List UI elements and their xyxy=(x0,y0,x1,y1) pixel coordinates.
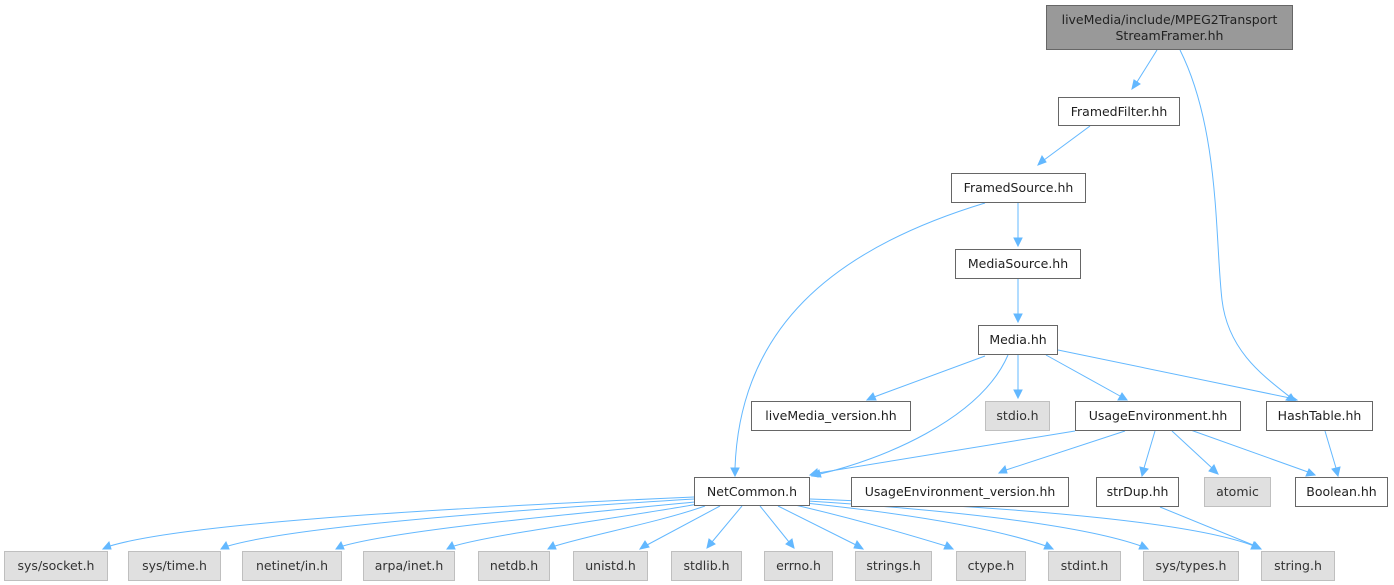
node-livemedia-version[interactable]: liveMedia_version.hh xyxy=(751,401,911,431)
edge-usageenvironment-boolean xyxy=(1184,427,1309,473)
node-ctype[interactable]: ctype.h xyxy=(956,551,1026,581)
edge-media-hashtable xyxy=(1057,349,1291,399)
edge-netcommon-systime xyxy=(227,498,695,547)
root-file-label-line2: StreamFramer.hh xyxy=(1115,27,1224,43)
edge-arrowhead xyxy=(865,392,877,401)
edge-framedsource-netcommon xyxy=(734,202,986,469)
edge-hashtable-boolean xyxy=(1324,430,1337,469)
edge-arrowhead xyxy=(335,540,345,550)
root-file-label-line1: liveMedia/include/MPEG2Transport xyxy=(1061,11,1278,27)
edge-usageenvironment-atomic xyxy=(1171,430,1213,469)
edge-netcommon-ctype xyxy=(794,504,947,547)
node-framedsource[interactable]: FramedSource.hh xyxy=(951,173,1086,203)
edge-arrowhead xyxy=(785,538,795,549)
edge-root-hashtable xyxy=(1179,49,1291,398)
edge-media-livemediaversion xyxy=(873,355,986,398)
edge-usageenvironment-strdup xyxy=(1143,430,1156,469)
edge-arrowhead xyxy=(220,540,230,550)
node-strdup[interactable]: strDup.hh xyxy=(1096,477,1179,507)
node-atomic[interactable]: atomic xyxy=(1204,477,1271,507)
edge-usageenvironment-version xyxy=(1005,430,1126,471)
node-framedfilter[interactable]: FramedFilter.hh xyxy=(1058,97,1180,126)
node-media[interactable]: Media.hh xyxy=(978,325,1058,355)
edge-arrowhead xyxy=(808,468,819,478)
edge-strdup-string xyxy=(1159,506,1254,546)
node-netdb[interactable]: netdb.h xyxy=(478,551,550,581)
edge-arrowhead xyxy=(1131,79,1141,91)
node-sys-time[interactable]: sys/time.h xyxy=(128,551,221,581)
node-string[interactable]: string.h xyxy=(1261,551,1335,581)
edge-arrowhead xyxy=(1305,468,1317,477)
edge-arrowhead xyxy=(1037,154,1047,166)
edge-arrowhead xyxy=(1117,392,1128,401)
edge-arrowhead xyxy=(853,540,865,550)
node-stdint[interactable]: stdint.h xyxy=(1048,551,1121,581)
edge-arrowhead xyxy=(1139,466,1149,478)
edge-arrowhead xyxy=(997,464,1008,474)
node-usageenvironment-version[interactable]: UsageEnvironment_version.hh xyxy=(851,477,1069,507)
edge-arrowhead xyxy=(1331,466,1341,478)
edge-netcommon-netinetin xyxy=(342,501,696,547)
edge-netcommon-unistd xyxy=(646,505,721,546)
edge-arrowhead xyxy=(706,538,716,549)
edge-usageenvironment-netcommon xyxy=(817,430,1076,474)
edge-root-framedfilter xyxy=(1136,49,1158,83)
edge-netcommon-stdint xyxy=(804,502,1047,547)
edge-arrowhead xyxy=(1013,389,1023,400)
edge-netcommon-syssocket xyxy=(109,496,695,547)
edge-arrowhead xyxy=(101,540,112,550)
node-stdlib[interactable]: stdlib.h xyxy=(671,551,742,581)
edge-netcommon-netdb xyxy=(554,505,706,547)
edge-arrowhead xyxy=(1013,313,1023,324)
node-errno[interactable]: errno.h xyxy=(764,551,833,581)
edge-media-netcommon xyxy=(819,354,1009,475)
node-strings[interactable]: strings.h xyxy=(855,551,932,581)
root-file-node[interactable]: liveMedia/include/MPEG2Transport StreamF… xyxy=(1046,5,1293,50)
node-netinet-in[interactable]: netinet/in.h xyxy=(242,551,342,581)
node-mediasource[interactable]: MediaSource.hh xyxy=(955,249,1081,279)
edge-arrowhead xyxy=(1013,237,1023,248)
edge-arrowhead xyxy=(1251,541,1263,550)
edge-arrowhead xyxy=(1138,541,1150,550)
node-arpa-inet[interactable]: arpa/inet.h xyxy=(363,551,455,581)
node-sys-types[interactable]: sys/types.h xyxy=(1143,551,1239,581)
edge-netcommon-errno xyxy=(759,505,790,543)
edge-netcommon-stdlib xyxy=(711,505,743,543)
edge-arrowhead xyxy=(638,540,650,550)
node-boolean[interactable]: Boolean.hh xyxy=(1295,477,1388,507)
edge-arrowhead xyxy=(446,540,456,550)
edge-arrowhead xyxy=(1043,541,1055,550)
edge-framedfilter-framedsource xyxy=(1043,125,1091,161)
edge-netcommon-arpainet xyxy=(453,503,699,547)
node-stdio[interactable]: stdio.h xyxy=(985,401,1050,431)
edge-media-usageenvironment xyxy=(1045,354,1121,397)
node-sys-socket[interactable]: sys/socket.h xyxy=(4,551,108,581)
node-usageenvironment[interactable]: UsageEnvironment.hh xyxy=(1075,401,1241,431)
edge-arrowhead xyxy=(730,467,740,478)
node-unistd[interactable]: unistd.h xyxy=(573,551,648,581)
node-netcommon[interactable]: NetCommon.h xyxy=(694,477,810,506)
edge-netcommon-strings xyxy=(777,505,857,546)
node-hashtable[interactable]: HashTable.hh xyxy=(1266,401,1373,431)
edge-arrowhead xyxy=(547,540,557,550)
edge-arrowhead xyxy=(943,541,955,550)
edge-arrowhead xyxy=(1208,464,1219,475)
